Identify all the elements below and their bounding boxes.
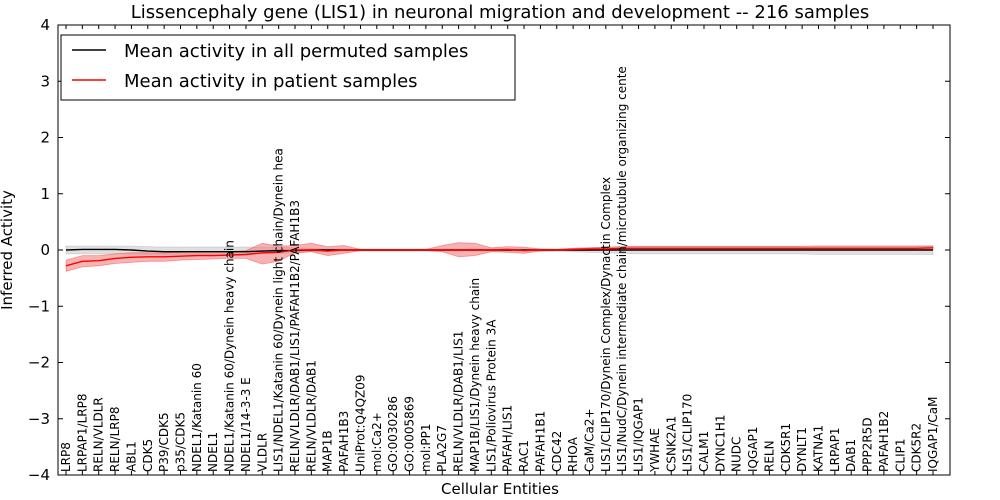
x-tick-label: IQGAP1/CaM (926, 397, 940, 473)
x-tick-label: PAFAH/LIS1 (501, 405, 515, 472)
x-tick-label: RELN/VLDLR (92, 397, 106, 472)
y-tick-label: 1 (40, 185, 50, 203)
x-tick-label: VLDLR (255, 433, 269, 472)
x-tick-label: mol:PP1 (419, 423, 433, 472)
x-tick-label: IQGAP1 (746, 427, 760, 472)
y-axis: −4 −3 −2 −1 0 1 2 3 4 (28, 16, 950, 484)
y-tick-label: 3 (40, 72, 50, 90)
x-tick-label: RELN/VLDLR/DAB1/LIS1 (452, 331, 466, 472)
x-axis-label: Cellular Entities (441, 480, 559, 498)
x-tick-label: MAP1B (321, 430, 335, 472)
y-tick-label: −2 (28, 354, 50, 372)
x-tick-label: RELN/LRP8 (108, 406, 122, 472)
x-tick-label: LRPAP1 (828, 427, 842, 472)
x-tick-label: DYNLT1 (795, 427, 809, 472)
x-tick-label: MAP1B/LIS1/Dynein heavy chain (468, 278, 482, 472)
x-tick-label: LIS1/CLIP170 (681, 394, 695, 472)
x-tick-label: CSNK2A1 (664, 416, 678, 472)
x-tick-label: RHOA (566, 436, 580, 472)
x-tick-label: LIS1/CLIP170/Dynein Complex/Dynactin Com… (599, 177, 613, 472)
x-tick-label: LRP8 (59, 442, 73, 472)
x-tick-label: YWHAE (648, 428, 662, 473)
x-tick-label: CDK5R1 (779, 423, 793, 472)
x-tick-label: RELN/VLDLR/DAB1 (304, 360, 318, 472)
legend-label-patient: Mean activity in patient samples (124, 71, 418, 92)
x-tick-label: PAFAH1B3 (337, 411, 351, 472)
y-tick-label: −4 (28, 466, 50, 484)
x-tick-label: NDEL1/14-3-3 E (239, 377, 253, 472)
x-tick-label: mol:Ca2+ (370, 412, 384, 472)
x-tick-label: RELN/VLDLR/DAB1/LIS1/PAFAH1B2/PAFAH1B3 (288, 200, 302, 472)
x-tick-label: NDEL1/Katanin 60/Dynein heavy chain (223, 240, 237, 472)
x-tick-label: CLIP1 (893, 439, 907, 472)
x-tick-label: RELN (762, 440, 776, 472)
x-tick-label: CaM/Ca2+ (582, 408, 596, 472)
x-tick-label: PLA2G7 (435, 425, 449, 472)
x-tick-label: CDK5R2 (910, 423, 924, 472)
x-tick-label: CDK5 (141, 439, 155, 472)
x-tick-label: NDEL1/Katanin 60 (190, 363, 204, 472)
x-tick-label: LIS1/NDEL1/Katanin 60/Dynein light chain… (272, 148, 286, 472)
x-tick-label: LIS1/NudC/Dynein intermediate chain/micr… (615, 66, 629, 472)
x-tick-label: NUDC (730, 437, 744, 472)
x-tick-label: CDC42 (550, 431, 564, 472)
x-tick-label: p35/CDK5 (174, 412, 188, 472)
legend: Mean activity in all permuted samples Me… (60, 34, 516, 101)
x-tick-label: PAFAH1B1 (533, 411, 547, 472)
y-tick-label: 0 (40, 241, 50, 259)
x-tick-label: DYNC1H1 (713, 414, 727, 472)
x-tick-label: GO:0005869 (403, 396, 417, 472)
legend-box (60, 34, 516, 101)
x-tick-label: GO:0030286 (386, 396, 400, 472)
x-tick-label: DAB1 (844, 439, 858, 472)
x-tick-label: UniProt:Q4QZ09 (353, 374, 367, 472)
x-tick-label: RAC1 (517, 440, 531, 472)
x-tick-label: PPP2R5D (861, 417, 875, 472)
x-tick-label: NDEL1 (206, 432, 220, 472)
x-tick-label: CALM1 (697, 431, 711, 472)
series-lines (65, 247, 934, 267)
x-tick-label: P39/CDK5 (157, 412, 171, 472)
chart-title: Lissencephaly gene (LIS1) in neuronal mi… (131, 2, 870, 23)
y-tick-label: 4 (40, 16, 50, 34)
y-tick-label: 2 (40, 129, 50, 147)
x-tick-label: ABL1 (124, 441, 138, 472)
y-tick-label: −3 (28, 410, 50, 428)
x-tick-label: LIS1/Poliovirus Protein 3A (484, 319, 498, 472)
y-tick-label: −1 (28, 297, 50, 315)
legend-label-permuted: Mean activity in all permuted samples (124, 41, 468, 62)
x-tick-label: LRPAP1/LRP8 (75, 393, 89, 472)
x-tick-label: KATNA1 (811, 425, 825, 472)
line-series-1 (65, 247, 934, 267)
y-axis-label: Inferred Activity (0, 190, 16, 310)
x-tick-label: PAFAH1B2 (877, 411, 891, 472)
x-tick-label: LIS1/IQGAP1 (632, 397, 646, 472)
